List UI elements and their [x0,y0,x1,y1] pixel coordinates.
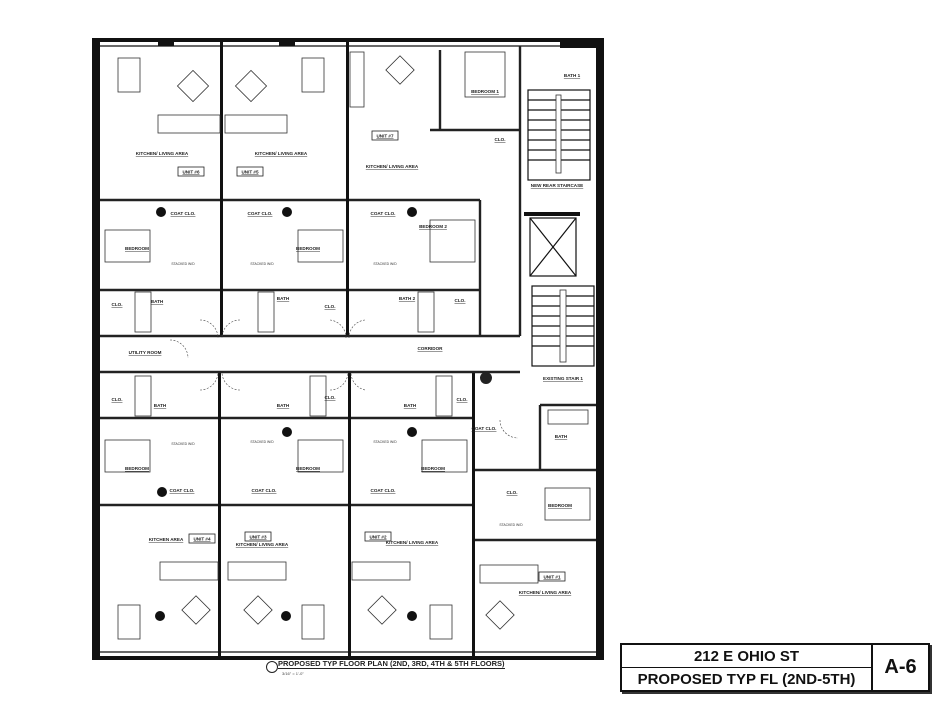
unit-6: UNIT #6 KITCHEN/ LIVING AREA BEDROOM BAT… [112,151,205,307]
unit-7: UNIT #7 KITCHEN/ LIVING AREA BEDROOM 1 B… [366,73,581,303]
washer-dryer-label: STACKED W/D [373,440,397,444]
bedroom-label: BEDROOM [548,503,572,508]
coat-closet-label: COAT CLO. [472,426,497,431]
interior-walls [100,42,596,656]
kitchen-label: KITCHEN AREA [149,537,184,542]
bedroom-2-label: BEDROOM 2 [419,224,447,229]
closet-label: CLO. [112,397,123,402]
kitchen-label: KITCHEN/ LIVING AREA [386,540,439,545]
bedroom-label: BEDROOM [296,246,320,251]
coat-closet-label: COAT CLO. [171,211,196,216]
washer-dryer-label: STACKED W/D [171,262,195,266]
utility-room-label: UTILITY ROOM [129,350,162,355]
title-block: 212 E OHIO ST PROPOSED TYP FL (2ND-5TH) … [620,643,930,692]
unit-label: UNIT #5 [241,170,259,175]
sheet-title: PROPOSED TYP FL (2ND-5TH) [637,670,856,688]
washer-dryer-label: STACKED W/D [499,523,523,527]
corridor-label: CORRIDOR [417,346,443,351]
coat-closet-label: COAT CLO. [252,488,277,493]
plan-title: PROPOSED TYP FLOOR PLAN (2ND, 3RD, 4TH &… [278,659,505,669]
washer-dryer-label: STACKED W/D [171,442,195,446]
kitchen-label: KITCHEN/ LIVING AREA [519,590,572,595]
bedroom-label: BEDROOM [296,466,320,471]
project-address: 212 E OHIO ST [622,645,871,668]
unit-label: UNIT #3 [249,535,267,540]
unit-label: UNIT #7 [376,134,394,139]
bedroom-label: BEDROOM [421,466,445,471]
bedroom-label: BEDROOM [125,466,149,471]
unit-label: UNIT #6 [182,170,200,175]
unit-label: UNIT #2 [369,535,387,540]
plan-scale: 3/16" = 1'-0" [282,671,304,676]
washer-dryer-label: STACKED W/D [373,262,397,266]
drawing-reference-icon [266,661,278,673]
bedroom-label: BEDROOM [125,246,149,251]
closet-label: CLO. [507,490,518,495]
door-swings [169,319,519,439]
bath-1-label: BATH 1 [564,73,581,78]
kitchen-label: KITCHEN/ LIVING AREA [236,542,289,547]
coat-closet-label: COAT CLO. [170,488,195,493]
closet-2-label: CLO. [455,298,466,303]
existing-stair-label: EXISTING STAIR 1 [543,376,583,381]
unit-1: UNIT #1 KITCHEN/ LIVING AREA BEDROOM BAT… [472,426,573,595]
closet-label: CLO. [325,304,336,309]
closet-label: CLO. [457,397,468,402]
coat-closet-label: COAT CLO. [248,211,273,216]
closet-label: CLO. [495,137,506,142]
closet-label: CLO. [112,302,123,307]
coat-closet-label: COAT CLO. [371,488,396,493]
washer-dryer-label: STACKED W/D [250,440,274,444]
kitchen-label: KITCHEN/ LIVING AREA [366,164,419,169]
new-rear-staircase-label: NEW REAR STAIRCASE [531,183,584,188]
unit-3: UNIT #3 KITCHEN/ LIVING AREA BEDROOM BAT… [236,395,336,547]
washer-dryer-label: STACKED W/D [250,262,274,266]
bath-label: BATH [151,299,164,304]
bath-label: BATH [277,403,290,408]
coat-closet-label: COAT CLO. [371,211,396,216]
kitchen-label: KITCHEN/ LIVING AREA [255,151,308,156]
bath-label: BATH [404,403,417,408]
title-block-info: 212 E OHIO ST PROPOSED TYP FL (2ND-5TH) [622,645,873,690]
bath-label: BATH [154,403,167,408]
sheet-number: A-6 [884,656,917,678]
unit-4: UNIT #4 KITCHEN AREA BEDROOM BATH CLO. C… [112,397,216,544]
closet-label: CLO. [325,395,336,400]
bath-label: BATH [555,434,568,439]
unit-label: UNIT #1 [543,575,561,580]
unit-label: UNIT #4 [193,537,211,542]
unit-2: UNIT #2 KITCHEN/ LIVING AREA BEDROOM BAT… [364,397,468,545]
bedroom-1-label: BEDROOM 1 [471,89,499,94]
bath-2-label: BATH 2 [399,296,416,301]
kitchen-label: KITCHEN/ LIVING AREA [136,151,189,156]
unit-5: UNIT #5 KITCHEN/ LIVING AREA BEDROOM BAT… [236,151,336,309]
stair-core [524,89,595,367]
furniture [104,51,591,640]
bath-label: BATH [277,296,290,301]
